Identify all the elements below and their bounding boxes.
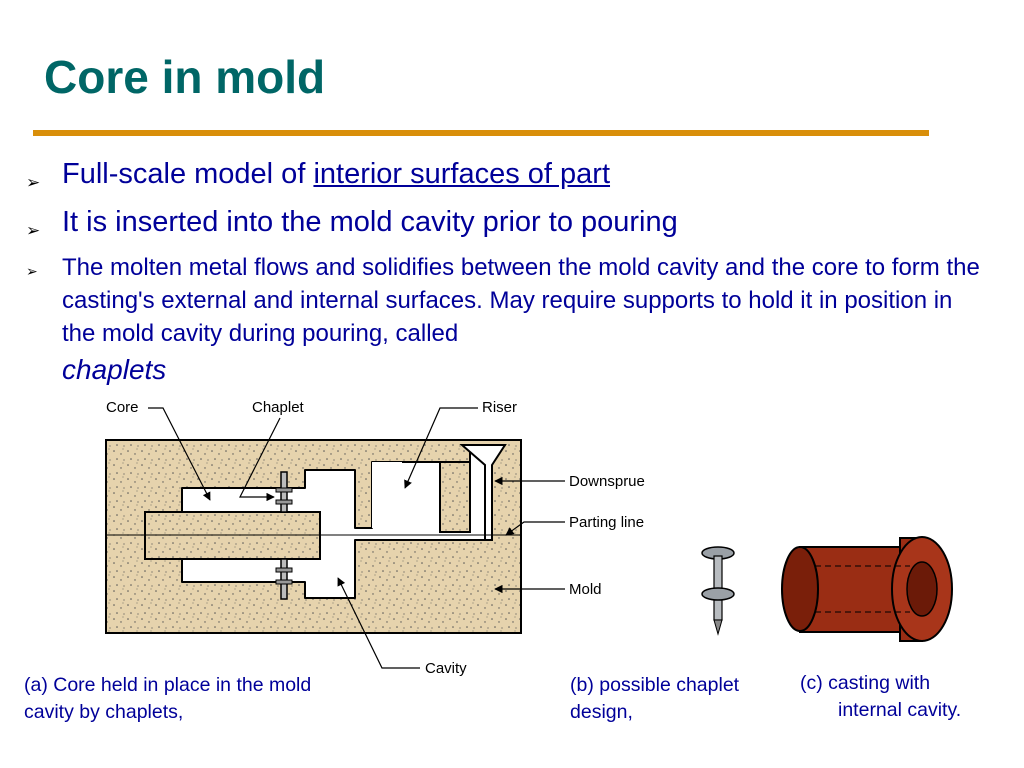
riser-mold-wall xyxy=(372,462,402,528)
leader-core xyxy=(148,407,211,501)
casting-illustration xyxy=(781,536,953,642)
label-riser: Riser xyxy=(482,399,517,416)
caption-c-line-2: internal cavity. xyxy=(838,699,962,721)
chaplet-top xyxy=(275,471,293,513)
caption-c-line-1: (c) casting with xyxy=(800,672,931,694)
bullet-1-underlined-text: interior surfaces of part xyxy=(313,158,611,190)
title-divider xyxy=(33,130,929,136)
label-parting-line: Parting line xyxy=(569,514,644,531)
chaplet-design-illustration xyxy=(701,546,735,636)
label-mold: Mold xyxy=(569,581,602,598)
label-chaplet: Chaplet xyxy=(252,399,305,416)
bullet-3-text: The molten metal flows and solidifies be… xyxy=(62,254,980,347)
riser-sand-pillar xyxy=(439,461,471,533)
chaplet-bottom xyxy=(275,558,293,600)
bullet-2-text: It is inserted into the mold cavity prio… xyxy=(62,206,678,238)
caption-a: (a) Core held in place in the mold cavit… xyxy=(24,674,312,723)
bullet-arrow-icon: ➢ xyxy=(26,173,41,193)
caption-c: (c) casting with internal cavity. xyxy=(800,670,1000,724)
label-downsprue: Downsprue xyxy=(569,473,645,490)
bullet-1-text: Full-scale model of xyxy=(62,158,314,190)
bullet-item-2: ➢ It is inserted into the mold cavity pr… xyxy=(26,203,986,241)
bullet-item-1: ➢ Full-scale model of interior surfaces … xyxy=(26,155,986,193)
downsprue-channel xyxy=(459,444,507,541)
label-core: Core xyxy=(106,399,139,416)
leader-parting-line xyxy=(505,521,565,536)
bullet-item-3: ➢ The molten metal flows and solidifies … xyxy=(26,251,986,390)
label-cavity: Cavity xyxy=(425,660,467,677)
caption-b: (b) possible chaplet design, xyxy=(570,674,740,723)
leader-riser xyxy=(404,407,478,489)
leader-cavity xyxy=(337,577,420,669)
bullet-list: ➢ Full-scale model of interior surfaces … xyxy=(26,155,986,390)
bullet-arrow-icon: ➢ xyxy=(26,264,38,280)
leader-chaplet xyxy=(239,417,281,502)
page-title: Core in mold xyxy=(44,51,326,103)
bullet-arrow-icon: ➢ xyxy=(26,221,41,241)
chaplets-term: chaplets xyxy=(62,354,167,385)
